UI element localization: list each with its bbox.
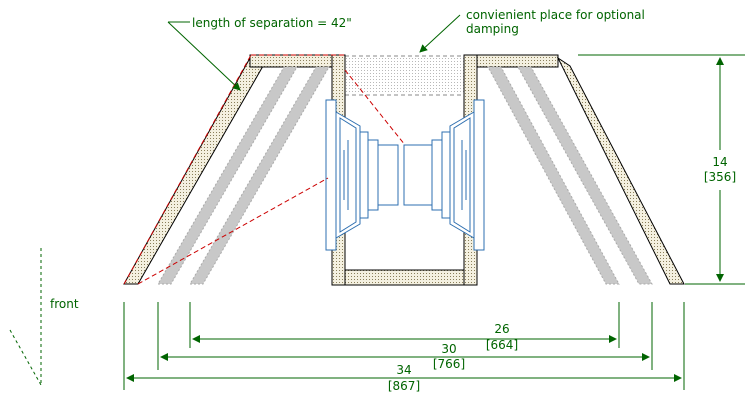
left-stripe-2 [189,66,330,285]
left-top-panel [249,54,346,68]
center-bottom-panel [344,269,465,286]
right-outer-panel [556,56,685,285]
separation-path [123,54,406,285]
separation-label: length of separation = 42" [192,16,352,30]
left-outer-panel [123,57,264,285]
dim-34-value-mm: [867] [388,379,420,393]
right-top-panel [464,54,559,68]
front-arrow-diagonal [9,329,42,386]
damping-label-line1: convienient place for optional [466,8,645,22]
dim-34-value-in: 34 [396,363,411,377]
front-label: front [50,297,79,311]
right-stripe-2 [517,66,653,285]
dim-30-value-in: 30 [441,342,456,356]
left-stripe-1 [157,66,298,285]
height-value-mm: [356] [704,170,736,184]
separation-leader [167,21,241,91]
dim-26-value-mm: [664] [486,338,518,352]
dim-26-value-in: 26 [494,322,509,336]
damping-label-line2: damping [466,22,519,36]
height-value-in: 14 [712,155,727,169]
right-stripe-1 [487,66,620,285]
left-driver [325,99,399,251]
right-driver [403,99,485,251]
damping-area [345,56,465,94]
damping-leader [419,14,461,53]
dim-30-value-mm: [766] [433,357,465,371]
